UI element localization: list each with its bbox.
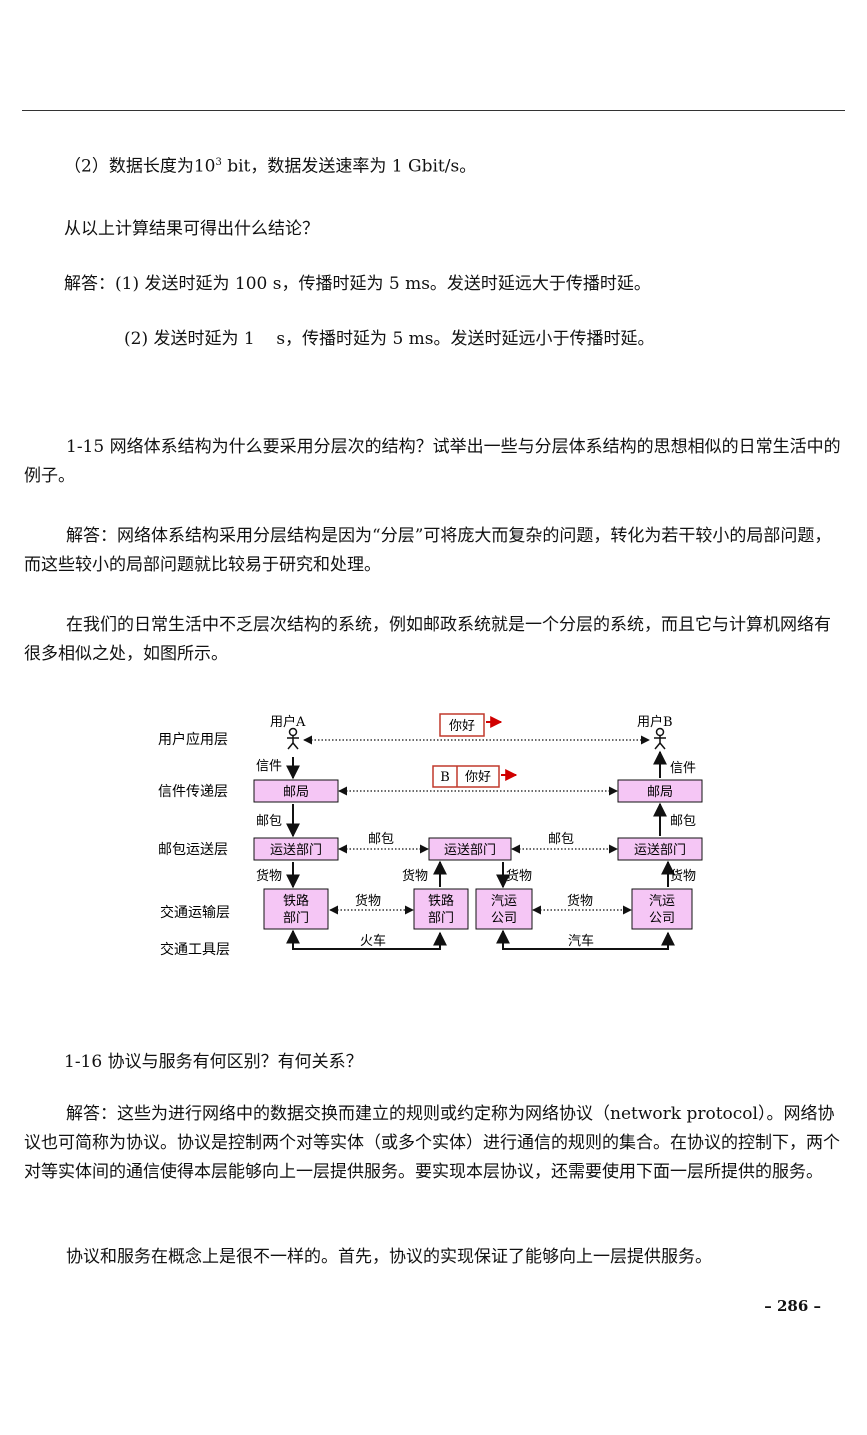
post-office-box-left — [253, 779, 339, 803]
hello-text-top: 你好 — [449, 719, 475, 734]
q16-answer1: 解答：这些为进行网络中的数据交换而建立的规则或约定称为网络协议（network … — [24, 1104, 840, 1182]
layer-label-app: 用户应用层 — [158, 731, 228, 748]
post-office-box-right — [617, 779, 703, 803]
car-label: 汽车 — [568, 933, 594, 949]
rail-dept-box-right — [413, 888, 469, 930]
rail-text-right-1: 铁路 — [428, 893, 454, 909]
rail-dept-box-left — [263, 888, 329, 930]
rail-text-left-1: 铁路 — [283, 893, 309, 909]
letter-label-right: 信件 — [670, 761, 696, 776]
cargo-label-rail-peer: 货物 — [355, 893, 381, 909]
q14-answer1: 解答：(1) 发送时延为 100 s，传播时延为 5 ms。发送时延远大于传播时… — [64, 274, 651, 294]
q14-question: 从以上计算结果可得出什么结论？ — [64, 219, 319, 239]
user-b-label: 用户B — [637, 714, 673, 730]
bus-text-left-2: 公司 — [491, 911, 517, 926]
cargo-label-a: 货物 — [256, 868, 282, 884]
vehicle-car-link — [496, 929, 675, 950]
cargo-label-bus-peer: 货物 — [567, 893, 593, 909]
bus-text-right-1: 汽运 — [649, 894, 675, 909]
layer-label-letter: 信件传递层 — [158, 784, 228, 800]
page-number: – 286 – — [764, 1297, 821, 1315]
hello-text-letter: 你好 — [465, 770, 491, 785]
q15-answer2: 在我们的日常生活中不乏层次结构的系统，例如邮政系统就是一个分层的系统，而且它与计… — [24, 615, 831, 664]
user-a-label: 用户A — [270, 714, 306, 730]
transport-dept-box-mid — [428, 837, 512, 861]
transport-dept-text-right: 运送部门 — [634, 843, 686, 858]
bus-company-box-right — [631, 888, 693, 930]
vehicle-train-link — [286, 929, 447, 950]
layer-label-parcel: 邮包运送层 — [158, 842, 228, 858]
bus-text-right-2: 公司 — [649, 911, 675, 926]
postal-layer-diagram: 用户应用层 信件传递层 邮包运送层 交通运输层 交通工具层 用户A 用户B 你好… — [158, 713, 703, 958]
q14-answer2: (2) 发送时延为 1 s，传播时延为 5 ms。发送时延远小于传播时延。 — [124, 329, 655, 349]
hello-box-letter — [432, 765, 500, 788]
user-a-person-icon — [287, 727, 299, 750]
cargo-label-mid-right: 货物 — [506, 868, 532, 884]
post-office-text-left: 邮局 — [283, 785, 309, 800]
transport-dept-box-right — [617, 837, 703, 861]
parcel-label-left: 邮包 — [256, 814, 282, 829]
letter-label-left: 信件 — [256, 759, 282, 774]
rail-text-left-2: 部门 — [283, 911, 309, 926]
q16-answer2: 协议和服务在概念上是很不一样的。首先，协议的实现保证了能够向上一层提供服务。 — [66, 1247, 712, 1267]
header-rule — [22, 110, 845, 111]
layer-label-transport: 交通运输层 — [160, 904, 230, 921]
transport-dept-box-left — [253, 837, 339, 861]
q15-answer1: 解答：网络体系结构采用分层结构是因为“分层”可将庞大而复杂的问题，转化为若干较小… — [24, 526, 832, 575]
post-office-text-right: 邮局 — [647, 785, 673, 800]
transport-dept-text-mid: 运送部门 — [444, 843, 496, 858]
parcel-label-mid-left: 邮包 — [368, 832, 394, 847]
cargo-label-mid-left: 货物 — [402, 868, 428, 884]
train-label: 火车 — [360, 933, 386, 949]
layer-label-vehicle: 交通工具层 — [160, 941, 230, 958]
bus-company-box-left — [475, 888, 533, 930]
q16-question: 1-16 协议与服务有何区别？有何关系？ — [64, 1052, 363, 1072]
cargo-label-b: 货物 — [670, 868, 696, 884]
hello-box-top — [439, 713, 485, 737]
transport-dept-text-left: 运送部门 — [270, 843, 322, 858]
q14-part2: （2）数据长度为103 bit，数据发送速率为 1 Gbit/s。 — [64, 156, 477, 177]
parcel-label-mid-right: 邮包 — [548, 832, 574, 847]
rail-text-right-2: 部门 — [428, 911, 454, 926]
bus-text-left-1: 汽运 — [491, 894, 517, 909]
b-address-text: B — [440, 770, 450, 785]
parcel-label-right: 邮包 — [670, 814, 696, 829]
q15-question: 1-15 网络体系结构为什么要采用分层次的结构？试举出一些与分层体系结构的思想相… — [24, 437, 841, 486]
user-b-person-icon — [654, 727, 666, 750]
